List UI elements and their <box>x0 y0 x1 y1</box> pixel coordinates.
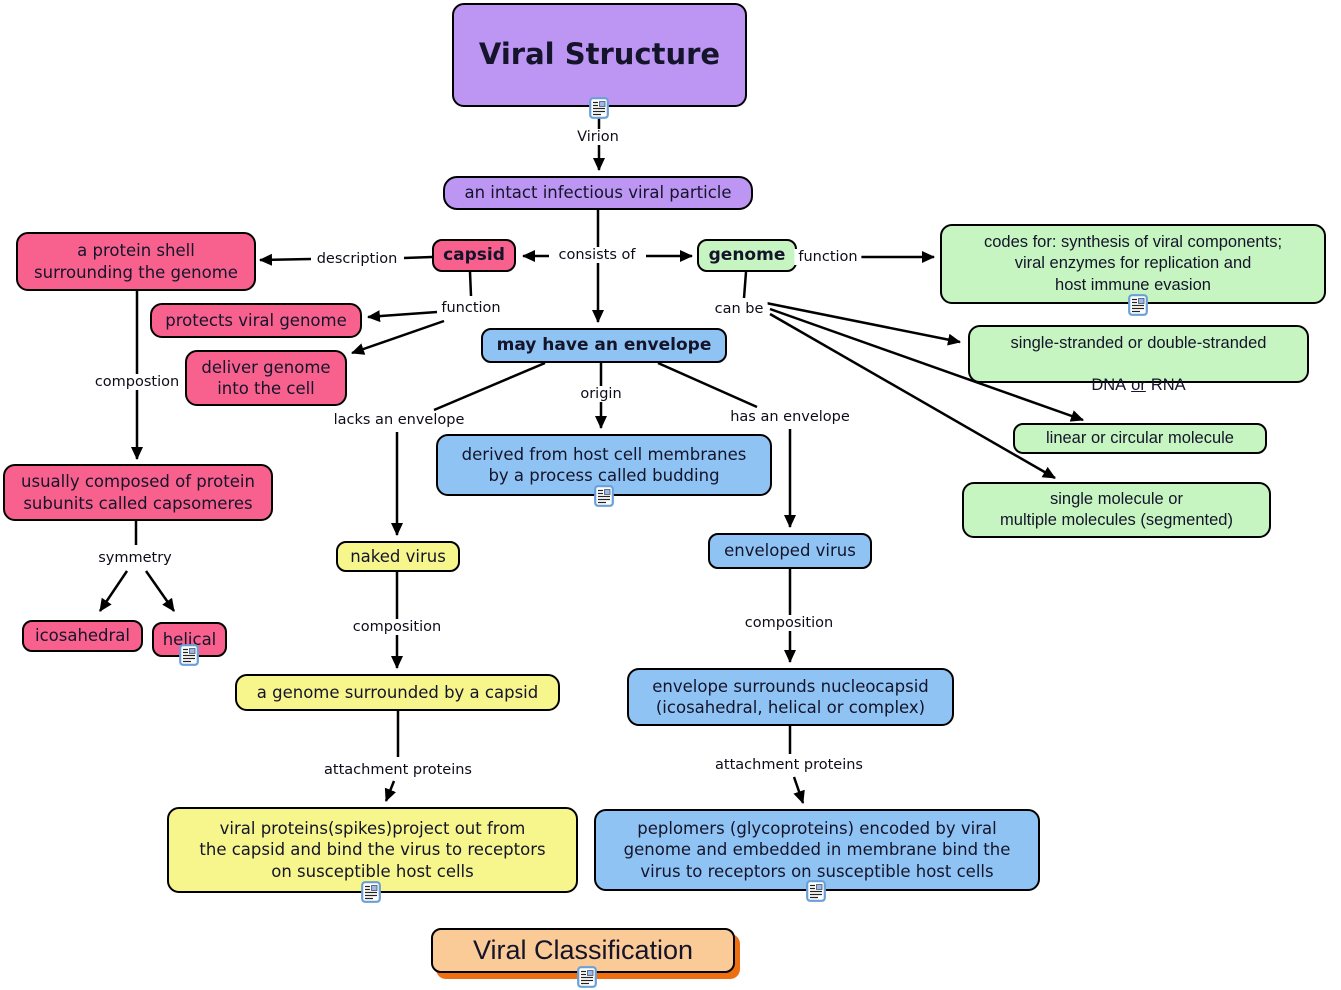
link-label-virion[interactable]: Virion <box>573 129 623 145</box>
node-genome-surrounded[interactable]: a genome surrounded by a capsid <box>235 674 560 711</box>
node-protects-genome[interactable]: protects viral genome <box>150 303 362 338</box>
node-viral-structure[interactable]: Viral Structure <box>452 3 747 107</box>
node-envelope-surrounds[interactable]: envelope surrounds nucleocapsid (icosahe… <box>627 668 954 726</box>
node-deliver-genome[interactable]: deliver genome into the cell <box>185 350 347 406</box>
resource-icon[interactable] <box>1128 294 1148 316</box>
ssds-rna: RNA <box>1150 376 1186 395</box>
node-icosahedral[interactable]: icosahedral <box>22 620 143 652</box>
node-enveloped-virus[interactable]: enveloped virus <box>708 533 872 569</box>
ssds-dna: DNA <box>1091 376 1127 395</box>
link-label-consists-of[interactable]: consists of <box>554 247 640 263</box>
link-label-attachment-right[interactable]: attachment proteins <box>711 757 867 773</box>
ssds-or: or <box>1131 376 1146 395</box>
resource-icon[interactable] <box>806 880 826 902</box>
resource-icon[interactable] <box>594 485 614 507</box>
link-label-function-capsid[interactable]: function <box>437 300 505 316</box>
resource-icon[interactable] <box>361 881 381 903</box>
ssds-line1: single-stranded or double-stranded <box>1010 333 1267 352</box>
link-label-compostion[interactable]: compostion <box>90 374 184 390</box>
node-genome[interactable]: genome <box>697 239 797 272</box>
link-label-attachment-left[interactable]: attachment proteins <box>320 762 476 778</box>
node-capsid[interactable]: capsid <box>432 239 516 272</box>
node-protein-shell[interactable]: a protein shell surrounding the genome <box>16 232 256 291</box>
node-viral-classification[interactable]: Viral Classification <box>431 928 735 973</box>
link-label-symmetry[interactable]: symmetry <box>94 550 176 566</box>
link-label-description[interactable]: description <box>312 251 402 267</box>
link-label-can-be[interactable]: can be <box>710 301 768 317</box>
node-linear-circular[interactable]: linear or circular molecule <box>1013 423 1267 454</box>
link-label-lacks-envelope[interactable]: lacks an envelope <box>329 412 469 428</box>
node-single-molecule[interactable]: single molecule or multiple molecules (s… <box>962 482 1271 538</box>
link-label-origin[interactable]: origin <box>576 386 626 402</box>
link-label-composition-right[interactable]: composition <box>740 615 838 631</box>
resource-icon[interactable] <box>589 97 609 119</box>
link-label-composition-left[interactable]: composition <box>348 619 446 635</box>
node-peplomers[interactable]: peplomers (glycoproteins) encoded by vir… <box>594 809 1040 891</box>
node-may-have-envelope[interactable]: may have an envelope <box>481 328 727 363</box>
resource-icon[interactable] <box>577 966 597 988</box>
node-intact-particle[interactable]: an intact infectious viral particle <box>443 176 753 210</box>
link-label-function-genome[interactable]: function <box>794 249 862 265</box>
node-naked-virus[interactable]: naked virus <box>336 541 460 572</box>
link-label-has-envelope[interactable]: has an envelope <box>726 409 854 425</box>
node-capsomeres[interactable]: usually composed of protein subunits cal… <box>3 464 273 521</box>
node-viral-proteins-spikes[interactable]: viral proteins(spikes)project out from t… <box>167 807 578 893</box>
node-codes-for[interactable]: codes for: synthesis of viral components… <box>940 224 1326 304</box>
resource-icon[interactable] <box>179 644 199 666</box>
